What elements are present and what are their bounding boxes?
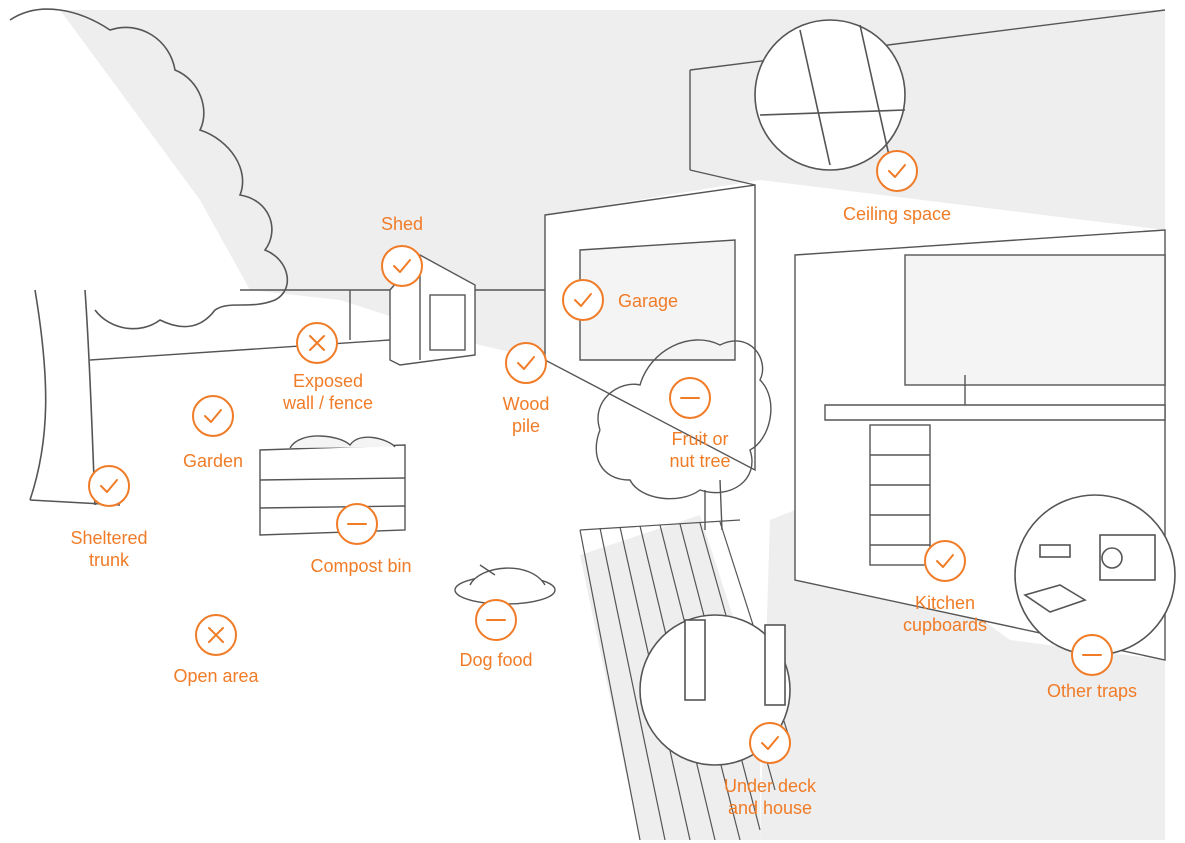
exposed-wall-fence-label-line-1: Exposed [292,371,364,391]
wood-pile-label-line-2: pile [511,416,541,436]
garden-label: Garden [183,450,243,472]
sheltered-trunk-label-line-2: trunk [88,550,130,570]
other-traps-label: Other traps [1047,680,1137,702]
sheltered-trunk-label-line-1: Sheltered [70,528,148,548]
garage-check-icon [562,279,604,321]
ceiling-space-check-icon [876,150,918,192]
exposed-wall-fence-cross-icon [296,322,338,364]
other-traps-dash-icon [1071,634,1113,676]
ceiling-space-label: Ceiling space [843,203,951,225]
compost-bin-drawing [259,435,406,536]
exposed-wall-fence-label-line-2: wall / fence [282,393,374,413]
sheltered-trunk-label: Sheltered trunk [70,527,147,571]
wood-pile-label-line-1: Wood [502,394,550,414]
kitchen-cupboards-label: Kitchen cupboards [903,592,987,636]
kitchen-cupboards-label-line-2: cupboards [902,615,988,635]
compost-bin-label: Compost bin [310,555,411,577]
shed-label-line: Shed [380,214,424,234]
fruit-or-nut-tree-dash-icon [669,377,711,419]
magnifier-traps [1014,494,1176,656]
dog-bowl-drawing [454,564,556,605]
wood-pile-label: Wood pile [503,393,550,437]
sheltered-trunk-check-icon [88,465,130,507]
garage-label: Garage [618,290,678,312]
other-traps-label-line: Other traps [1046,681,1138,701]
under-deck-and-house-label-line-2: and house [727,798,813,818]
fruit-or-nut-tree-label-line-2: nut tree [669,451,731,471]
shed-check-icon [381,245,423,287]
garage-label-line: Garage [618,291,679,311]
ceiling-space-label-line: Ceiling space [842,204,952,224]
open-area-cross-icon [195,614,237,656]
dog-food-dash-icon [475,599,517,641]
kitchen-cupboards-check-icon [924,540,966,582]
compost-bin-dash-icon [336,503,378,545]
wood-pile-check-icon [505,342,547,384]
under-deck-and-house-label: Under deck and house [724,775,816,819]
open-area-label-line: Open area [173,666,259,686]
fruit-or-nut-tree-label-line-1: Fruit or [671,429,729,449]
shed-label: Shed [381,213,423,235]
garden-label-line: Garden [182,451,244,471]
tree-canopy [9,8,289,330]
exposed-wall-fence-label: Exposed wall / fence [283,370,373,414]
under-deck-and-house-check-icon [749,722,791,764]
kitchen-cupboards-label-line-1: Kitchen [914,593,976,613]
dog-food-label: Dog food [459,649,532,671]
dog-food-label-line: Dog food [459,650,533,670]
magnifier-ceiling [754,19,906,171]
magnifier-under-deck [639,614,791,766]
garden-check-icon [192,395,234,437]
compost-bin-label-line: Compost bin [310,556,412,576]
open-area-label: Open area [173,665,258,687]
fruit-or-nut-tree-label: Fruit or nut tree [669,428,730,472]
under-deck-and-house-label-line-1: Under deck [723,776,817,796]
